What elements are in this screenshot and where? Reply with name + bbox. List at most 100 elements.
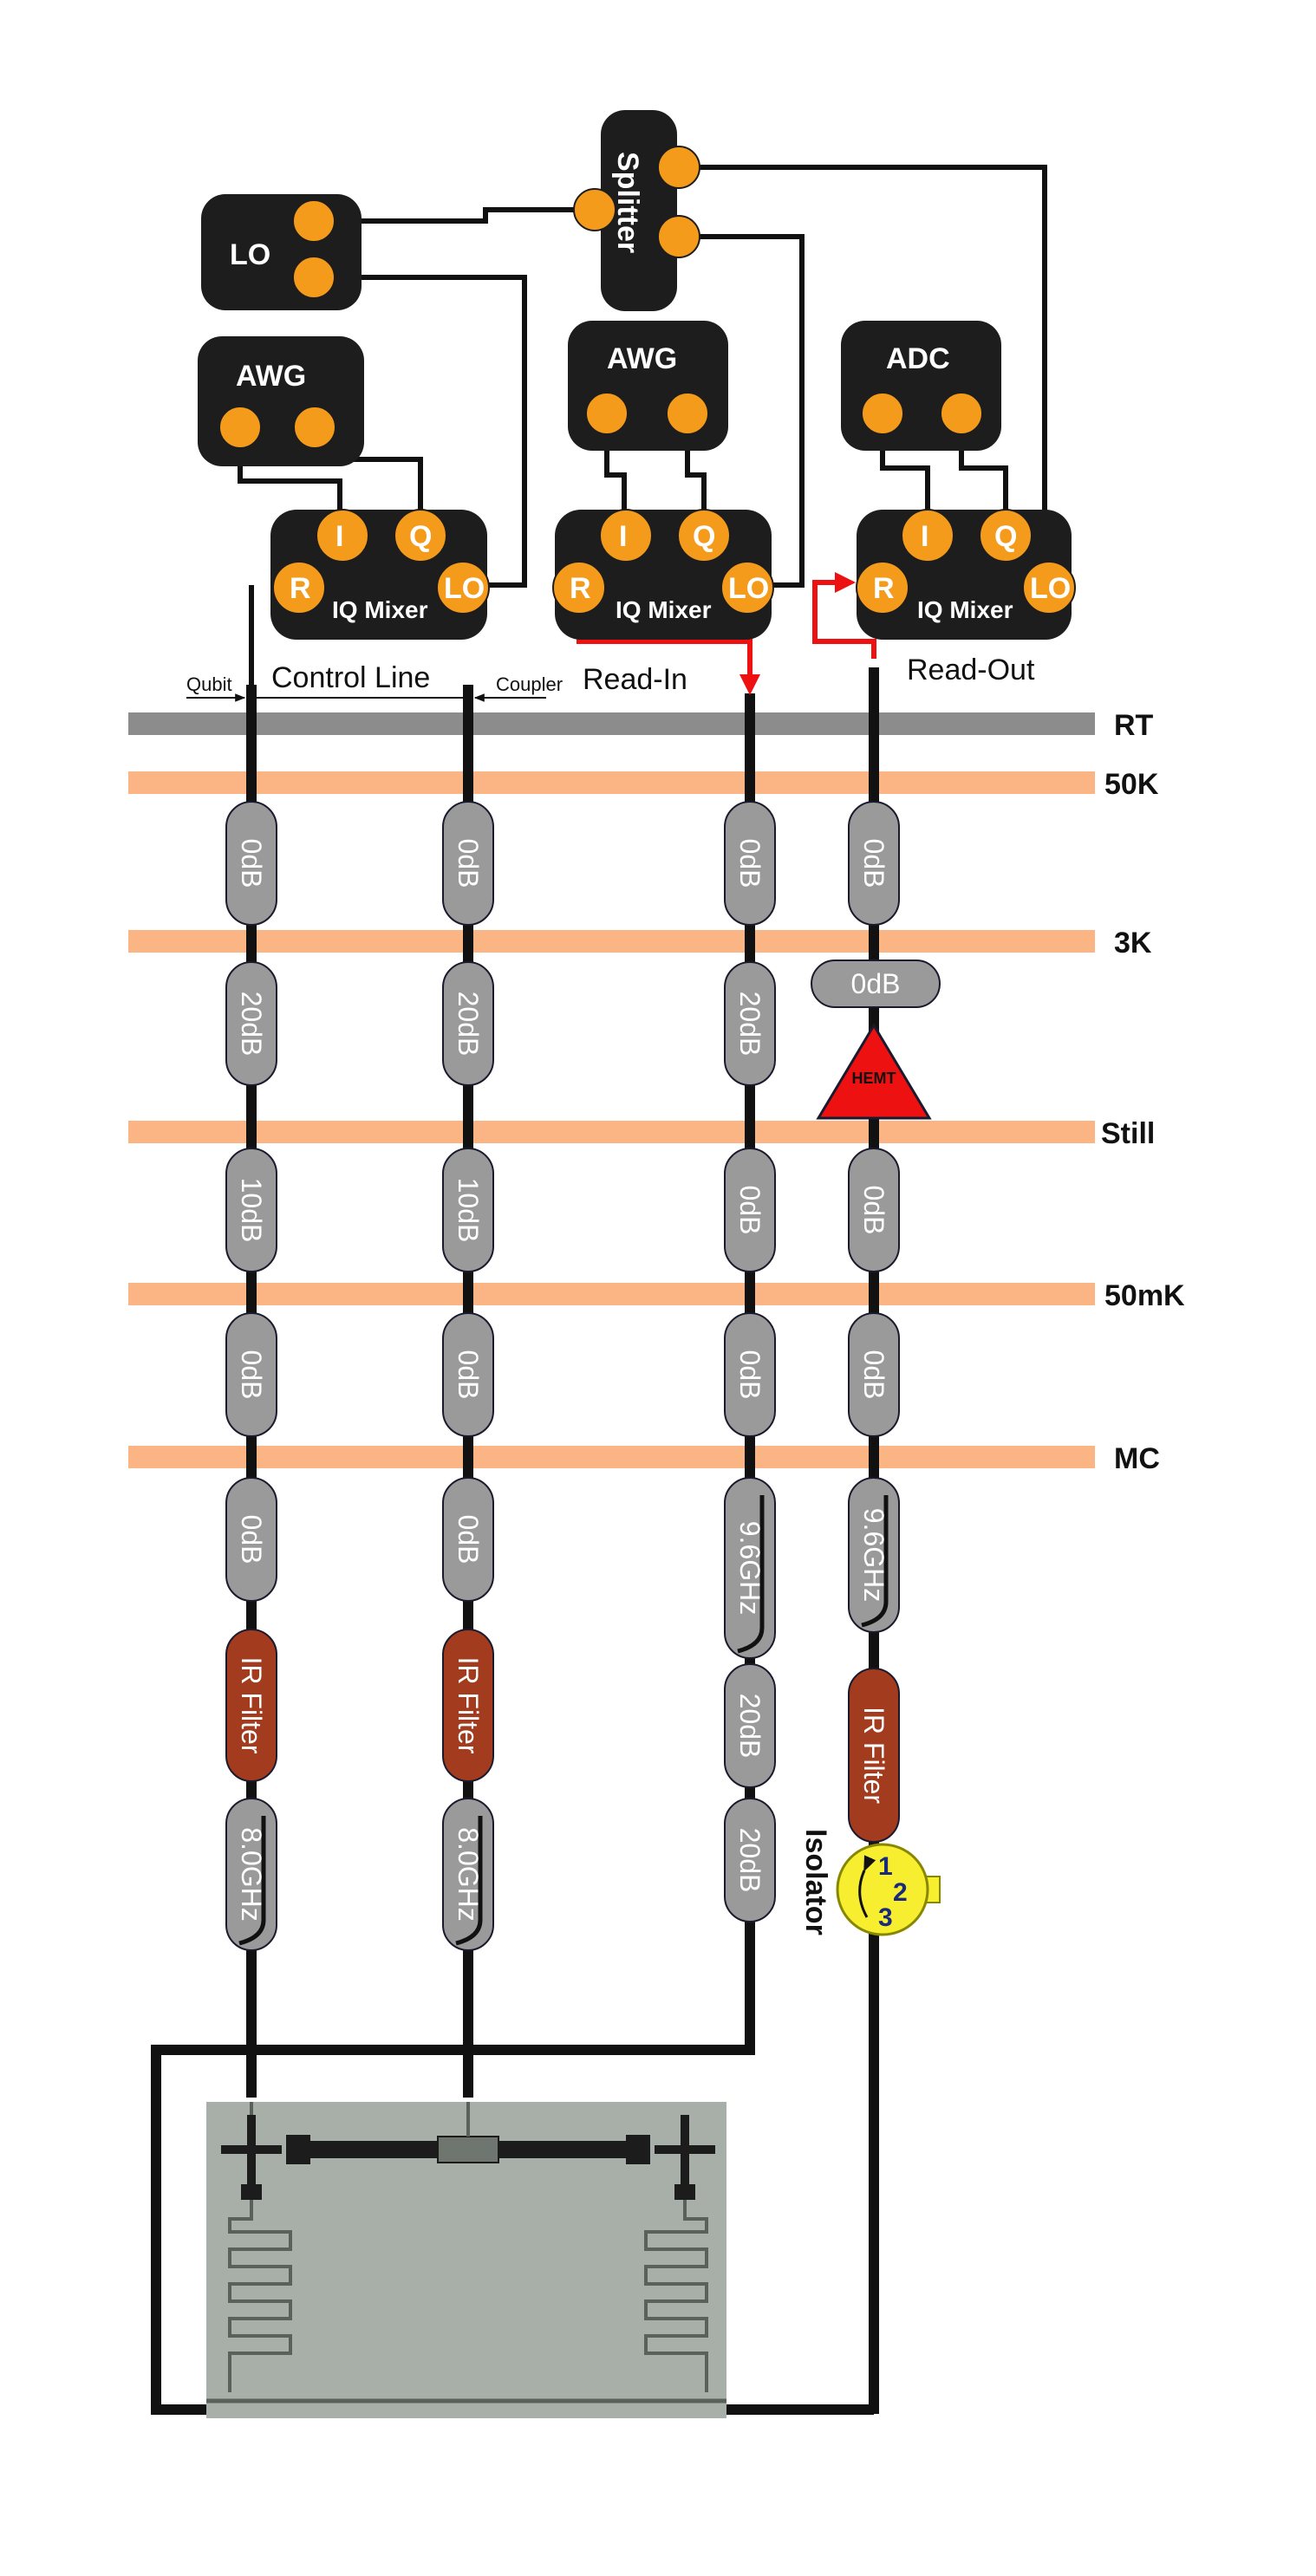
control-mixer-label-i: I xyxy=(336,520,343,553)
readout-3k-pill xyxy=(811,959,941,1008)
readout-3k-pill-label: 0dB xyxy=(851,968,901,999)
readin-mixer-label: IQ Mixer xyxy=(616,596,712,623)
coupler-line-component-label-7: 8.0GHz xyxy=(453,1827,484,1921)
stage-band-rt xyxy=(128,712,1095,735)
readout-line-component-label-3: 0dB xyxy=(858,1186,889,1235)
readout-mixer-label-i: I xyxy=(921,520,928,553)
readout-line-component-6 xyxy=(848,1668,900,1843)
coupler-label: Coupler xyxy=(496,673,563,695)
qubit-line-component-1 xyxy=(225,801,277,926)
quantum-chip xyxy=(206,2102,726,2418)
readin-label: Read-In xyxy=(583,663,687,696)
readout-line-component-3 xyxy=(848,1148,900,1272)
readin-line-component-label-6: 20dB xyxy=(734,1694,765,1759)
hemt-label: HEMT xyxy=(852,1070,896,1087)
lo-instrument: LO xyxy=(201,194,362,310)
readout-mixer-label: IQ Mixer xyxy=(917,596,1013,623)
readout-mixer-label-r: R xyxy=(873,572,895,605)
stage-band-still xyxy=(128,1121,1095,1143)
stage-label-50mk: 50mK xyxy=(1104,1279,1185,1312)
isolator: 1 2 3 Isolator xyxy=(799,1829,941,1936)
chip-coupler-center xyxy=(437,2136,499,2163)
coupler-line-component-label-6: IR Filter xyxy=(453,1657,484,1754)
readout-iq-mixer: I Q R LO IQ Mixer xyxy=(856,509,1076,640)
cable-splitter-to-readin-mixer xyxy=(674,234,805,588)
stage-band-mc xyxy=(128,1446,1095,1468)
coupler-line-component-label-5: 0dB xyxy=(453,1515,484,1564)
lo-label: LO xyxy=(230,238,270,271)
readout-mixer-port-lo xyxy=(1022,561,1076,615)
coupler-line-component-6 xyxy=(442,1629,494,1782)
coupler-line-component-5 xyxy=(442,1477,494,1602)
awg-readin-port-2 xyxy=(666,392,709,435)
readin-mixer-port-lo xyxy=(720,561,774,615)
splitter-port-out-1 xyxy=(657,146,700,189)
control-mixer-label-lo: LO xyxy=(444,572,485,605)
adc-instrument: ADC xyxy=(841,321,1001,451)
isolator-port-3: 3 xyxy=(878,1903,893,1932)
awg-control-port-2 xyxy=(293,406,336,449)
chip-coupler-left-end xyxy=(286,2135,310,2164)
adc-port-2 xyxy=(940,392,983,435)
readin-line-filter-curve-5 xyxy=(737,1495,765,1654)
coupler-line-component-1 xyxy=(442,801,494,926)
splitter-box xyxy=(601,110,677,311)
chip-coupler-right-end xyxy=(626,2135,650,2164)
readin-mixer-label-q: Q xyxy=(693,520,715,553)
awg-control-instrument: AWG xyxy=(198,336,364,466)
cable-lo-to-control-mixer xyxy=(314,275,527,588)
cable-lo-to-splitter xyxy=(314,207,595,224)
readin-line-component-4 xyxy=(724,1312,776,1437)
control-mixer-port-lo xyxy=(436,561,490,615)
readin-line-component-1 xyxy=(724,801,776,926)
readout-line-component-label-5: 9.6GHz xyxy=(858,1508,889,1602)
lo-box xyxy=(201,194,362,310)
qubit-line-component-label-6: IR Filter xyxy=(236,1657,267,1754)
coupler-line-component-label-2: 20dB xyxy=(453,992,484,1057)
control-mixer-label-q: Q xyxy=(409,520,432,553)
coupler-line-component-4 xyxy=(442,1312,494,1437)
readout-line-component-label-1: 0dB xyxy=(858,839,889,888)
readout-line-component-1 xyxy=(848,801,900,926)
readin-mixer-port-r xyxy=(552,561,606,615)
awg-readin-box xyxy=(568,321,728,451)
readout-mixer-port-q xyxy=(979,509,1033,563)
chip-qubit-left-pad xyxy=(241,2184,262,2200)
control-iq-mixer: I Q R LO IQ Mixer xyxy=(270,509,490,640)
chip-resonator-right xyxy=(644,2200,708,2392)
readin-line-component-label-2: 20dB xyxy=(734,992,765,1057)
stage-label-3k: 3K xyxy=(1114,927,1152,959)
control-mixer-port-q xyxy=(394,509,447,563)
chip-qubit-left-horizontal xyxy=(221,2145,282,2154)
stage-label-mc: MC xyxy=(1114,1442,1160,1475)
readin-mixer-label-r: R xyxy=(570,572,591,605)
qubit-line-component-label-4: 0dB xyxy=(236,1350,267,1400)
awg-control-label: AWG xyxy=(236,360,306,393)
chip-qubit-right-horizontal xyxy=(655,2145,715,2154)
chip-qubit-right-pad xyxy=(674,2184,695,2200)
qubit-label: Qubit xyxy=(186,673,232,695)
readin-line-component-label-1: 0dB xyxy=(734,839,765,888)
control-mixer-port-r xyxy=(272,561,326,615)
stage-band-50k xyxy=(128,771,1095,794)
readin-mixer-port-i xyxy=(599,509,653,563)
readin-return-cable xyxy=(151,2041,755,2415)
control-mixer-port-i xyxy=(316,509,369,563)
lo-port-1 xyxy=(292,199,336,243)
qubit-line-component-6 xyxy=(225,1629,277,1782)
coupler-line-component-label-3: 10dB xyxy=(453,1178,484,1243)
stage-band-50mk xyxy=(128,1283,1095,1305)
adc-port-1 xyxy=(861,392,904,435)
readin-mixer-label-i: I xyxy=(619,520,627,553)
chip-resonator-left xyxy=(228,2200,292,2392)
readout-line-filter-curve-5 xyxy=(861,1495,889,1628)
isolator-label: Isolator xyxy=(799,1829,832,1935)
hemt-amplifier: HEMT xyxy=(816,1023,932,1120)
qubit-line-component-2 xyxy=(225,961,277,1086)
splitter-port-out-2 xyxy=(657,215,700,258)
control-mixer-label-r: R xyxy=(290,572,311,605)
readin-mixer-port-q xyxy=(677,509,731,563)
